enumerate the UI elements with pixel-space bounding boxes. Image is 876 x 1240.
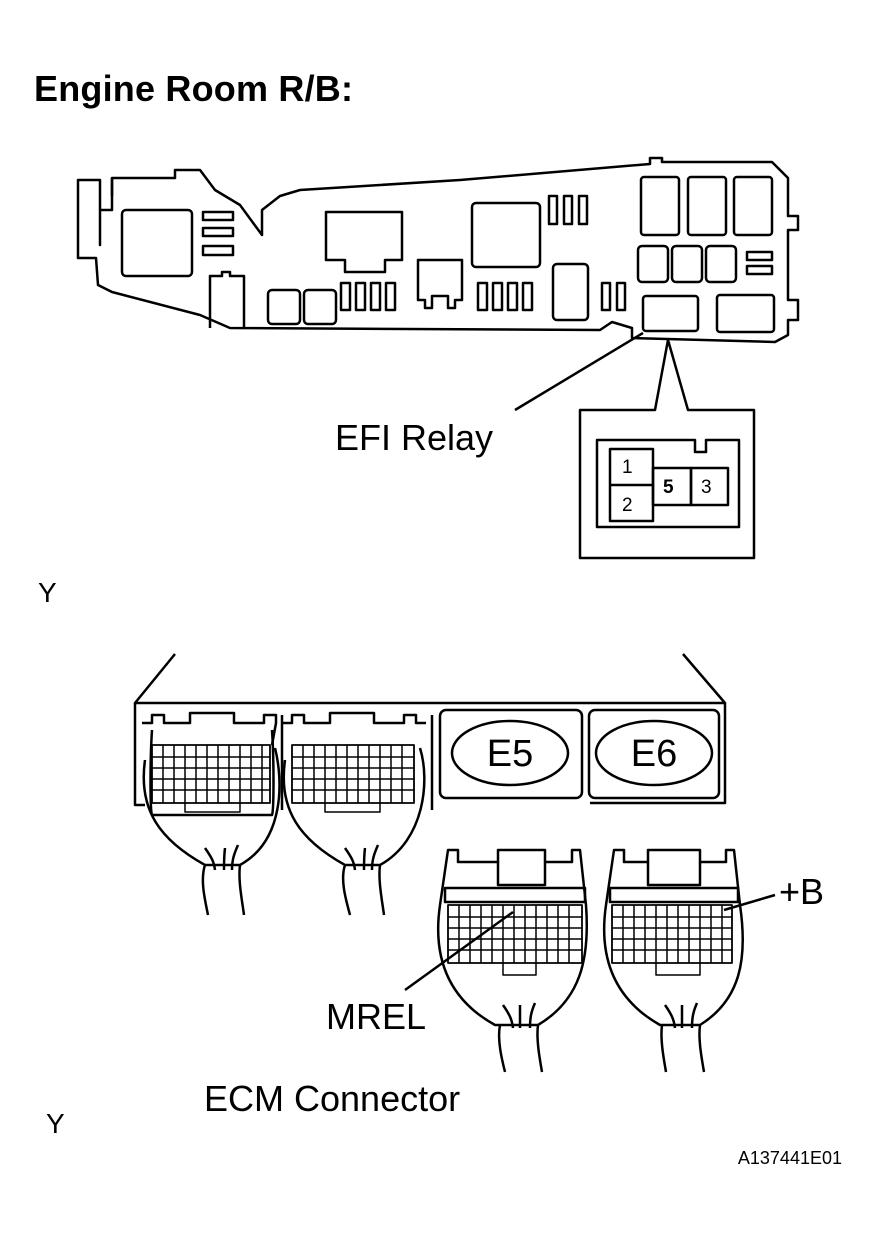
mrel-leader-line	[404, 910, 514, 992]
plus-b-leader-line	[723, 893, 776, 912]
connector-e5-label: E5	[487, 733, 533, 775]
relay-block-components	[120, 175, 776, 334]
ecm-housing	[133, 653, 727, 807]
ecm-connector-upper-middle	[280, 711, 434, 916]
ecm-connector-upper-left	[142, 711, 281, 916]
mrel-label: MREL	[326, 996, 426, 1037]
marker-y-top: Y	[38, 577, 57, 608]
ecm-connector-e5-plug	[436, 848, 589, 1073]
ecm-connector-caption: ECM Connector	[204, 1078, 460, 1119]
efi-relay-slot	[641, 294, 700, 333]
efi-relay-label: EFI Relay	[335, 417, 493, 458]
relay-pin-2: 2	[622, 495, 633, 516]
plus-b-label: +B	[779, 871, 824, 912]
figure-id: A137441E01	[737, 1148, 842, 1168]
relay-pin-detail	[578, 338, 756, 560]
connector-e6-label: E6	[631, 733, 677, 775]
relay-block-outline	[76, 156, 800, 344]
relay-pin-5: 5	[663, 477, 674, 498]
ecm-connector-e6-plug	[602, 848, 744, 1073]
marker-y-bottom: Y	[46, 1108, 65, 1139]
relay-pin-3: 3	[701, 477, 712, 498]
efi-relay-leader-line	[514, 331, 644, 412]
page-title: Engine Room R/B:	[34, 68, 354, 109]
relay-pin-1: 1	[622, 457, 633, 478]
